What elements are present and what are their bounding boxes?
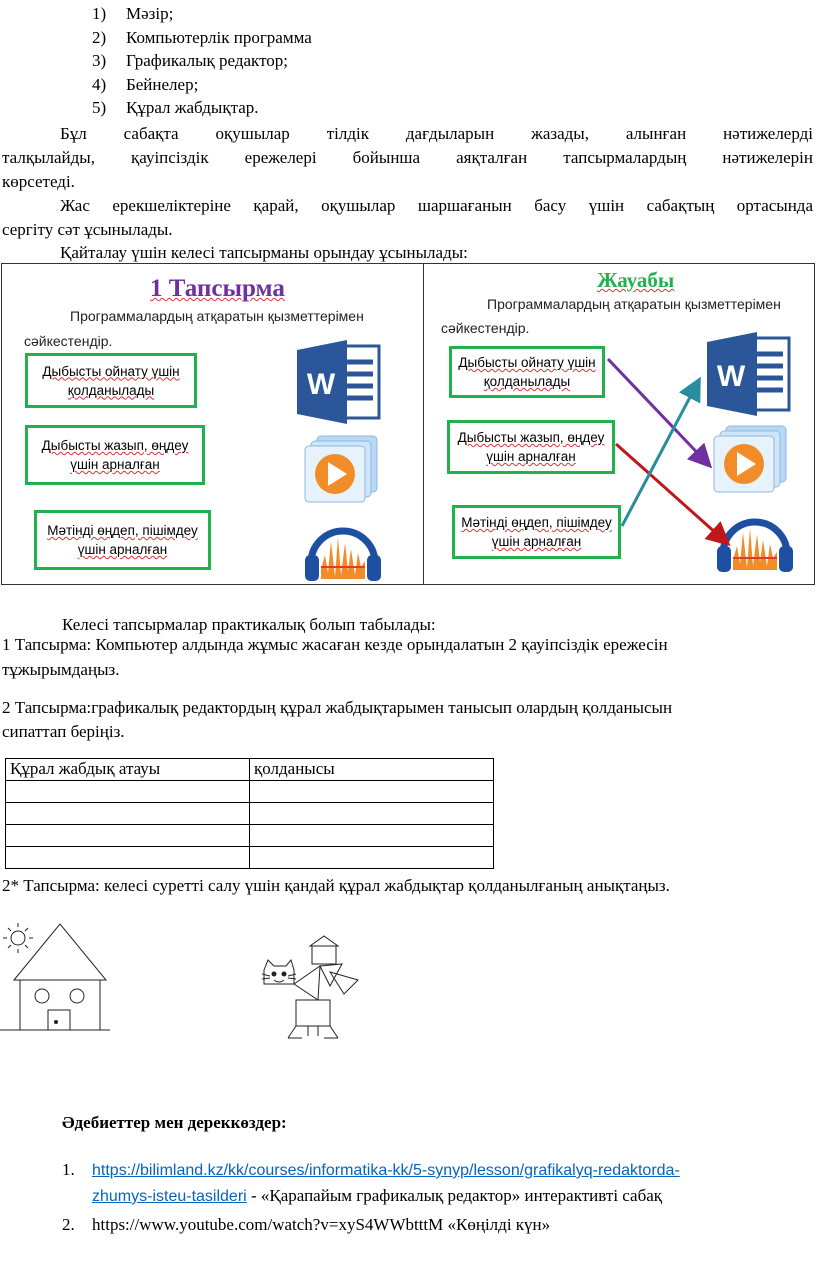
reference-1-line-2: zhumys-isteu-tasilderi - «Қарапайым граф… bbox=[92, 1186, 662, 1206]
reference-1-line-1: https://bilimland.kz/kk/courses/informat… bbox=[92, 1160, 680, 1180]
arrow-play-to-player bbox=[606, 357, 713, 469]
table-cell[interactable] bbox=[5, 846, 250, 869]
paragraph-1-line-2: талқылайды, қауіпсіздік ережелері бойынш… bbox=[2, 148, 813, 167]
task-box-play-audio: Дыбысты ойнату үшін қолданылады bbox=[25, 353, 197, 408]
answer-word-letter: W bbox=[717, 360, 746, 393]
reference-number: 1. bbox=[62, 1160, 75, 1179]
paragraph-3: Қайталау үшін келесі тапсырманы орындау … bbox=[60, 243, 468, 262]
task1-line-2: тұжырымдаңыз. bbox=[2, 660, 120, 679]
answer-media-player-icon bbox=[713, 425, 787, 493]
task-box-record-audio: Дыбысты жазып, өңдеу үшін арналған bbox=[25, 425, 205, 485]
answer-instruction-line-2: сәйкестендір. bbox=[441, 320, 530, 336]
table-cell[interactable] bbox=[249, 824, 494, 847]
paragraph-2-line-1: Жас ерекшеліктеріне қарай, оқушылар шарш… bbox=[60, 196, 813, 215]
cat-drawing bbox=[261, 935, 359, 1039]
list-item: 2)Компьютерлік программа bbox=[92, 27, 312, 47]
paragraph-1-line-3: көрсетеді. bbox=[2, 172, 75, 191]
arrow-record-to-audacity bbox=[615, 442, 731, 546]
sun-icon bbox=[10, 930, 26, 946]
reference-2-text: https://www.youtube.com/watch?v=xyS4WWbt… bbox=[92, 1215, 551, 1234]
task2-line-1: 2 Тапсырма:графикалық редактордың құрал … bbox=[2, 698, 673, 717]
answer-box-record-audio: Дыбысты жазып, өңдеу үшін арналған bbox=[447, 420, 615, 474]
word-letter: W bbox=[307, 368, 336, 401]
answer-panel-title: Жауабы bbox=[597, 268, 675, 292]
table-header-cell: Құрал жабдық атауы bbox=[5, 758, 250, 781]
practical-intro: Келесі тапсырмалар практикалық болып таб… bbox=[62, 615, 436, 634]
list-item: 1)Мәзір; bbox=[92, 4, 174, 23]
task-frame-divider bbox=[423, 263, 424, 585]
task-instruction-line-2: сәйкестендір. bbox=[24, 333, 113, 349]
table-cell[interactable] bbox=[5, 802, 250, 825]
paragraph-2-line-2: сергіту сәт ұсынылады. bbox=[2, 220, 173, 239]
audacity-icon bbox=[305, 527, 381, 581]
table-row bbox=[5, 824, 494, 847]
media-player-icon bbox=[304, 435, 378, 503]
top-numbered-list: 1)Мәзір; 2)Компьютерлік программа 3)Граф… bbox=[92, 2, 312, 120]
table-row bbox=[5, 780, 494, 803]
list-item: 3)Графикалық редактор; bbox=[92, 51, 289, 71]
answer-box-edit-text: Мәтінді өңдеп, пішімдеу үшін арналған bbox=[452, 505, 621, 559]
table-cell[interactable] bbox=[5, 824, 250, 847]
arrow-text-to-word bbox=[620, 376, 701, 527]
table-header-row: Құрал жабдық атауы қолданысы bbox=[5, 758, 494, 781]
table-header-cell: қолданысы bbox=[249, 758, 494, 781]
answer-box-play-audio: Дыбысты ойнату үшін қолданылады bbox=[449, 346, 605, 398]
task-instruction-line-1: Программалардың атқаратын қызметтерімен bbox=[70, 308, 364, 324]
task2-line-2: сипаттап беріңіз. bbox=[2, 722, 125, 741]
reference-number: 2. bbox=[62, 1215, 75, 1234]
task-panel-title: 1 Тапсырма bbox=[150, 275, 285, 302]
list-item: 4)Бейнелер; bbox=[92, 74, 199, 94]
answer-instruction-line-1: Программалардың атқаратын қызметтерімен bbox=[487, 296, 781, 312]
paragraph-1-line-1: Бұл сабақта оқушылар тілдік дағдыларын ж… bbox=[60, 124, 813, 143]
reference-1-link-continued[interactable]: zhumys-isteu-tasilderi bbox=[92, 1188, 247, 1205]
tools-table: Құрал жабдық атауы қолданысы bbox=[5, 758, 494, 869]
table-cell[interactable] bbox=[249, 780, 494, 803]
table-cell[interactable] bbox=[249, 802, 494, 825]
table-row bbox=[5, 802, 494, 825]
task3-text: 2* Тапсырма: келесі суретті салу үшін қа… bbox=[2, 876, 670, 895]
list-item: 5)Құрал жабдықтар. bbox=[92, 98, 259, 118]
house-drawing bbox=[0, 923, 110, 1031]
reference-1-suffix: - «Қарапайым графикалық редактор» интера… bbox=[246, 1186, 663, 1205]
task-frame bbox=[1, 263, 815, 585]
word-icon: W bbox=[297, 340, 381, 424]
table-row bbox=[5, 846, 494, 869]
reference-1-link[interactable]: https://bilimland.kz/kk/courses/informat… bbox=[92, 1162, 680, 1179]
table-cell[interactable] bbox=[249, 846, 494, 869]
answer-arrows bbox=[606, 357, 731, 546]
references-heading: Әдебиеттер мен дереккөздер: bbox=[62, 1113, 287, 1132]
table-cell[interactable] bbox=[5, 780, 250, 803]
task1-line-1: 1 Тапсырма: Компьютер алдында жұмыс жаса… bbox=[2, 635, 668, 654]
answer-word-icon: W bbox=[707, 332, 791, 416]
task-box-edit-text: Мәтінді өңдеп, пішімдеу үшін арналған bbox=[34, 510, 211, 570]
